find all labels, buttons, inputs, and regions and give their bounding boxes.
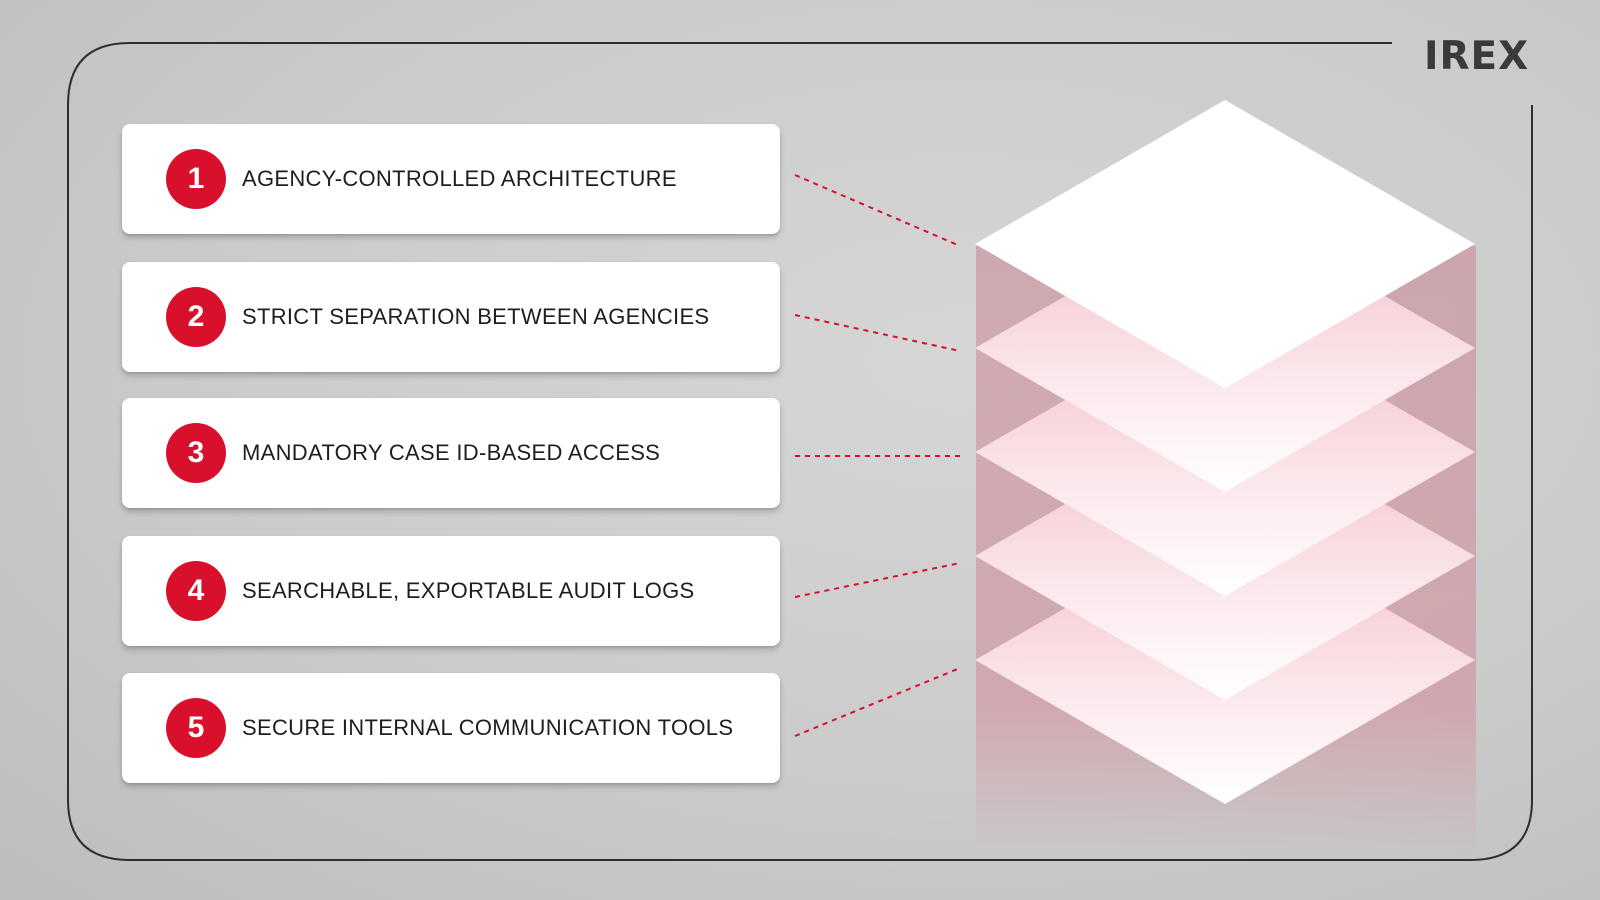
connector-line-4 [794,562,961,598]
feature-label: STRICT SEPARATION BETWEEN AGENCIES [242,304,710,329]
feature-item-3: 3 MANDATORY CASE ID-BASED ACCESS [122,398,780,508]
feature-number-badge: 5 [166,698,226,758]
connector-line-5 [794,667,961,737]
feature-number-badge: 1 [166,149,226,209]
feature-label: MANDATORY CASE ID-BASED ACCESS [242,440,661,465]
feature-item-2: 2 STRICT SEPARATION BETWEEN AGENCIES [122,262,780,372]
feature-number-badge: 3 [166,423,226,483]
feature-item-1: 1 AGENCY-CONTROLLED ARCHITECTURE [122,124,780,234]
connector-line-1 [794,174,961,247]
feature-label: SEARCHABLE, EXPORTABLE AUDIT LOGS [242,578,695,603]
outer-frame [67,42,1533,861]
feature-label: SECURE INTERNAL COMMUNICATION TOOLS [242,715,734,740]
stack-layer-1 [975,100,1475,388]
feature-label: AGENCY-CONTROLLED ARCHITECTURE [242,166,677,191]
connector-line-2 [794,314,961,352]
feature-item-4: 4 SEARCHABLE, EXPORTABLE AUDIT LOGS [122,536,780,646]
feature-item-5: 5 SECURE INTERNAL COMMUNICATION TOOLS [122,673,780,783]
feature-number-badge: 2 [166,287,226,347]
irex-logo: IREX [1424,34,1530,79]
layer-stack [975,100,1475,804]
feature-number-badge: 4 [166,561,226,621]
connector-lines [794,174,961,737]
